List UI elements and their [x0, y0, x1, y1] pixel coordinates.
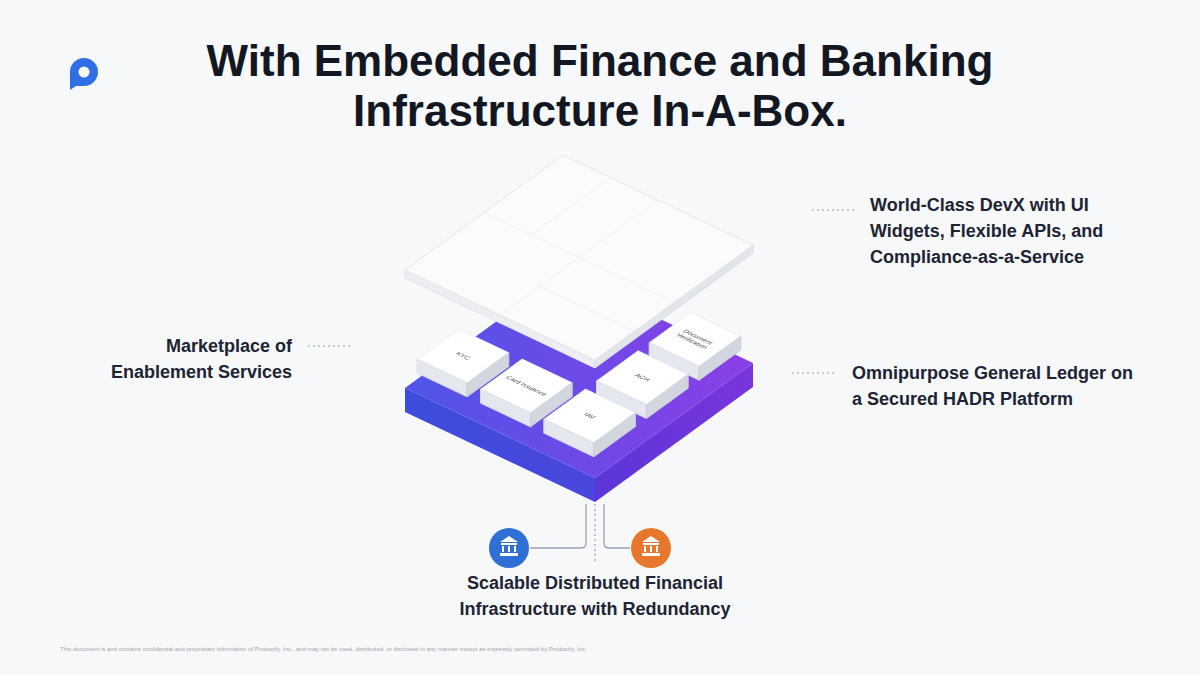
- bank-wire: [530, 504, 586, 548]
- logo-bubble: [70, 58, 98, 90]
- bank-wires: [530, 504, 630, 548]
- bank-icon: [631, 528, 671, 568]
- plate-grid-line: [532, 178, 611, 236]
- bank-icon: [489, 528, 529, 568]
- tile-label: Document Verification: [668, 325, 723, 354]
- logo: [70, 58, 98, 90]
- bank-wire: [604, 504, 630, 548]
- bank-glyph: [642, 536, 660, 556]
- tile-label: Card Issuance: [504, 375, 549, 398]
- plate-grid-line: [540, 286, 635, 331]
- leader-line: [792, 372, 836, 373]
- callout-label: Omnipurpose General Ledger on a Secured …: [852, 360, 1142, 412]
- tile-label: KYC: [454, 351, 472, 361]
- tile-label: IAV: [582, 412, 597, 421]
- leader-line: [308, 345, 352, 346]
- leader-lines: [308, 210, 856, 562]
- callout-label: Marketplace of Enablement Services: [92, 333, 292, 385]
- plate-grid-line: [484, 213, 674, 303]
- callout-label: World-Class DevX with UI Widgets, Flexib…: [870, 192, 1160, 270]
- logo-hole: [79, 67, 90, 78]
- slide-title: With Embedded Finance and Banking Infras…: [150, 36, 1050, 136]
- leader-line: [812, 209, 856, 210]
- callout-label: Scalable Distributed Financial Infrastru…: [425, 570, 765, 622]
- bank-icon-circle: [631, 528, 671, 568]
- bank-glyph: [500, 536, 518, 556]
- bank-icon-circle: [489, 528, 529, 568]
- layer-stack: [405, 155, 753, 502]
- leader-line: [594, 504, 595, 562]
- tile-label: ACH: [633, 372, 652, 382]
- footer-note: This document is and contains confidenti…: [60, 645, 1160, 653]
